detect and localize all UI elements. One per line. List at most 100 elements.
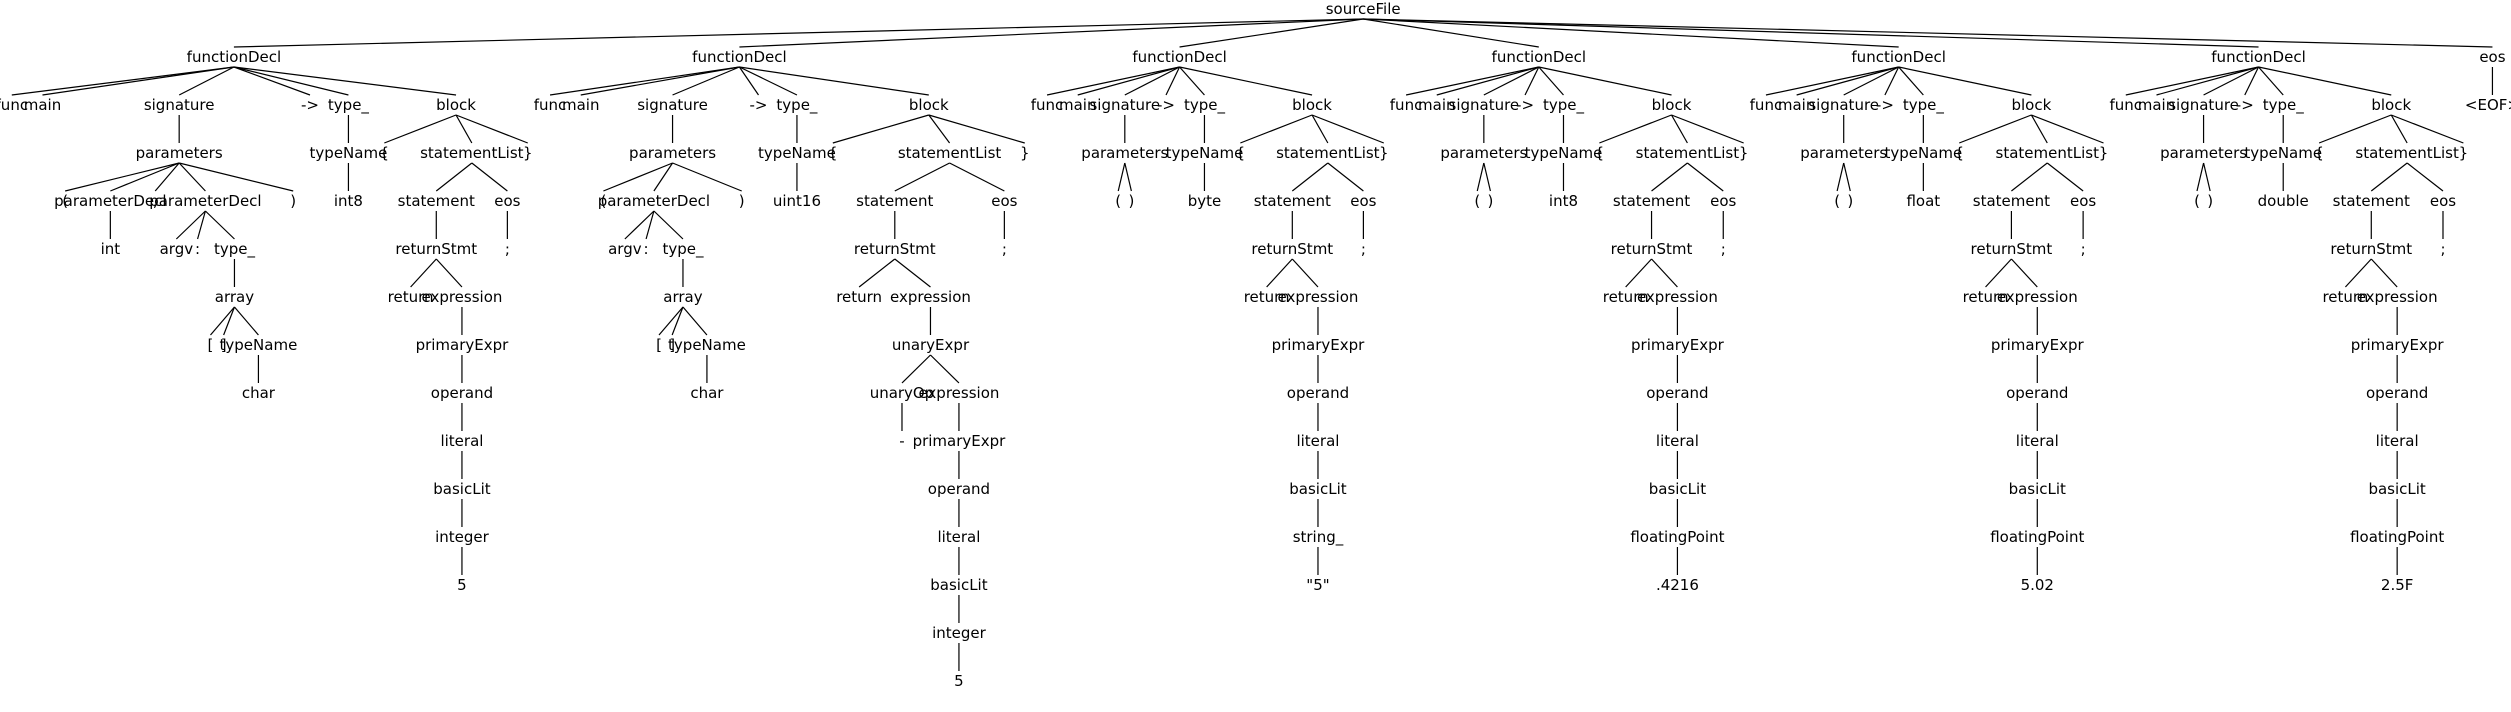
edge-functiondecl-to-func [11,66,234,96]
node-integer: integer [435,528,490,546]
node-4216: .4216 [1656,576,1699,594]
edge-parameters-to-close-paren [1843,162,1851,192]
node-eos: eos [1350,192,1376,210]
edge-statementlist-to-eos [1327,162,1364,192]
node-open-paren: ( [1115,192,1121,210]
node-open-brace: { [1595,144,1605,162]
edge-unaryexpr-to-expression [930,354,960,384]
edge-functiondecl-to-main [1436,66,1539,96]
node-statement: statement [1973,192,2050,210]
edge-statementlist-to-eos [2406,162,2444,192]
node-open-brace: { [1954,144,1964,162]
node-close-brace: } [2099,144,2109,162]
node-close-brace: } [2459,144,2469,162]
edge-returnstmt-to-return [1985,258,2012,288]
edge-parameters-to-open-paren [1476,162,1485,192]
node-signature: signature [1089,96,1160,114]
edge-block-to-close-brace [2031,114,2104,144]
node-primaryexpr: primaryExpr [1991,336,2085,354]
edge-block-to-statementlist [1311,114,1329,144]
node-close-bracket: ] [669,336,675,354]
node-literal: literal [937,528,980,546]
node-basiclit: basicLit [2009,480,2066,498]
edge-returnstmt-to-return [858,258,896,288]
edge-functiondecl-to-type [1538,66,1564,96]
node-type: type_ [1543,96,1585,115]
edge-block-to-open-brace [384,114,457,144]
nodes: sourceFilefunctionDeclfuncmainsignaturep… [0,0,2511,690]
edge-block-to-statementlist [1670,114,1688,144]
edge-returnstmt-to-expression [435,258,463,288]
node-typename: typeName [1884,144,1962,162]
edge-functiondecl-to-type [233,66,349,96]
edge-parameters-to-close-paren [1124,162,1132,192]
edge-sourcefile-to-functiondecl [1363,18,1539,48]
edge-block-to-close-brace [2391,114,2464,144]
edges [11,18,2494,671]
node-literal: literal [1656,432,1699,450]
node-basiclit: basicLit [2368,480,2425,498]
node-open-paren: ( [2194,192,2200,210]
node-type: type_ [662,240,704,259]
edge-parameters-to-parameterdecl [110,162,180,192]
edge-returnstmt-to-expression [1651,258,1678,288]
node-block: block [436,96,476,114]
edge-array-to-open-bracket [658,306,684,336]
edge-returnstmt-to-return [1266,258,1293,288]
node-open-brace: { [1236,144,1246,162]
node-operand: operand [2006,384,2068,402]
node-close-brace: } [1739,144,1749,162]
edge-functiondecl-to-block [1179,66,1313,96]
edge-sourcefile-to-functiondecl [1363,18,1899,48]
node-returnstmt: returnStmt [2330,240,2412,258]
edge-functiondecl-to-main [1796,66,1899,96]
edge-unaryexpr-to-unaryop [901,354,931,384]
edge-parameters-to-close-paren [672,162,742,192]
edge-sourcefile-to-functiondecl [1363,18,2259,48]
node-arrow: -> [1157,96,1175,114]
node-return: return [1963,288,2009,306]
node-func: func [534,96,567,114]
edge-block-to-close-brace [928,114,1025,144]
edge-functiondecl-to-arrow [1165,66,1181,96]
node-block: block [1652,96,1692,114]
node-open-brace: { [380,144,390,162]
node-eof: <EOF> [2465,96,2511,114]
node-returnstmt: returnStmt [1611,240,1693,258]
node-close-brace: } [1379,144,1389,162]
node-2-5f: 2.5F [2381,576,2413,594]
node-basiclit: basicLit [433,480,490,498]
node-operand: operand [1287,384,1349,402]
node-close-paren: ) [739,192,745,210]
node-close-paren: ) [2207,192,2213,210]
node-primaryexpr: primaryExpr [2351,336,2445,354]
edge-functiondecl-to-type [1179,66,1205,96]
edge-functiondecl-to-arrow [2244,66,2260,96]
node-arrow: -> [750,96,768,114]
node-eos: eos [2070,192,2096,210]
node-floatingpoint: floatingPoint [1630,528,1724,546]
node-operand: operand [928,480,990,498]
node-arrow: -> [301,96,319,114]
node-main: main [2138,96,2175,114]
node-type: type_ [2263,96,2305,115]
edge-returnstmt-to-expression [2010,258,2038,288]
node-signature: signature [2168,96,2239,114]
node-functiondecl: functionDecl [1851,48,1945,66]
node-close-brace: } [523,144,533,162]
edge-parameters-to-parameterdecl [653,162,674,192]
edge-parameterdecl-to-type [204,210,235,240]
node-expression: expression [1637,288,1718,306]
edge-functiondecl-to-main [1077,66,1180,96]
node-statement: statement [398,192,475,210]
node-expression: expression [1997,288,2078,306]
node-typename: typeName [668,336,746,354]
node-eos: eos [2430,192,2456,210]
edge-functiondecl-to-func [1046,66,1180,96]
edge-parameters-to-open-paren [603,162,673,192]
node-argv: argv [160,240,194,258]
edge-functiondecl-to-signature [672,66,740,96]
node-typename: typeName [1525,144,1603,162]
edge-block-to-statementlist [455,114,473,144]
node-eos: eos [991,192,1017,210]
